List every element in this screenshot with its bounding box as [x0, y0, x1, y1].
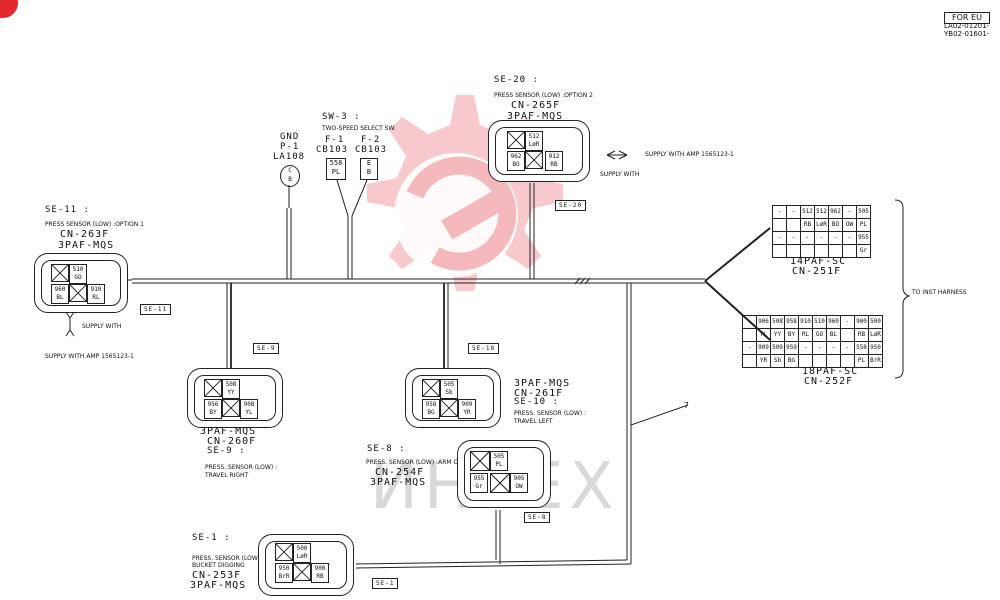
- se9-type: 3PAF-MQS: [200, 426, 257, 437]
- se9-tag: SE-9: [253, 343, 280, 354]
- se8-desc: PRESS. SENSOR (LOW) :ARM OUT: [366, 459, 467, 466]
- se9-desc-1: PRESS. SENSOR (LOW) :: [205, 464, 278, 471]
- se20-tag: SE-20: [555, 200, 587, 211]
- se10-tag: SE-10: [468, 343, 500, 354]
- cn251-part: CN-251F: [792, 266, 842, 277]
- cn252-part: CN-252F: [804, 376, 854, 387]
- corner-mark: [0, 0, 18, 18]
- se20-supply-with: SUPPLY WITH: [600, 171, 640, 178]
- se1-tag: SE-1: [372, 578, 399, 589]
- sw3-desc: TWO-SPEED SELECT SW.: [322, 125, 396, 132]
- inst-harness-label: TO INST HARNESS: [912, 289, 967, 296]
- gnd-terminal: C B: [280, 165, 300, 187]
- se11-supply-amp: SUPPLY WITH AMP 1565123-1: [45, 353, 134, 360]
- sw3-f1: F-1: [325, 135, 345, 145]
- se10-blank-pin-2: [440, 399, 458, 417]
- se20-desc: PRESS SENSOR (LOW) :OPTION 2: [494, 92, 593, 99]
- se8-label: SE-8 :: [367, 444, 406, 454]
- serial-code-1: LA02-01201-: [944, 22, 990, 30]
- se9-blank-pin-2: [222, 399, 240, 417]
- se8-type: 3PAF-MQS: [370, 477, 427, 488]
- se20-type: 3PAF-MQS: [507, 111, 564, 122]
- se10-type: 3PAF-MQS: [514, 378, 571, 389]
- se20-supply-amp: SUPPLY WITH AMP 1565123-1: [645, 151, 734, 158]
- sw3-label: SW-3 :: [322, 112, 361, 122]
- gnd-pin-label: P-1: [280, 142, 300, 152]
- se1-blank-pin: [275, 543, 293, 561]
- se10-label: SE-10 :: [514, 397, 559, 407]
- se20-part: CN-265F: [511, 100, 561, 111]
- se10-blank-pin: [422, 379, 440, 397]
- se10-desc-2: TRAVEL LEFT: [514, 418, 553, 425]
- se8-tag: SE-8: [524, 512, 551, 523]
- se9-label: SE-9 :: [207, 446, 246, 456]
- se9-part: CN-260F: [207, 436, 257, 447]
- se11-blank-pin-2: [69, 284, 87, 302]
- se1-desc-2: BUCKET DIGGING: [192, 562, 245, 569]
- se9-blank-pin: [204, 379, 222, 397]
- se1-desc-1: PRESS. SENSOR (LOW) :: [192, 555, 265, 562]
- sw3-f2-part: CB103: [355, 145, 388, 155]
- se20-blank-pin-2: [525, 151, 543, 169]
- se11-blank-pin: [51, 264, 69, 282]
- se9-desc-2: TRAVEL RIGHT: [205, 472, 249, 479]
- se11-label: SE-11 :: [45, 205, 90, 215]
- gnd-label: GND: [280, 132, 300, 142]
- se11-desc: PRESS SENSOR (LOW) :OPTION 1: [45, 221, 144, 228]
- se11-tag: SE-11: [140, 304, 172, 315]
- se11-supply-with: SUPPLY WITH: [82, 323, 122, 330]
- se8-part: CN-254F: [375, 467, 425, 478]
- for-eu-badge: FOR EU: [944, 12, 990, 24]
- se1-blank-pin-2: [293, 563, 311, 581]
- serial-code-2: YB02-01601-: [944, 30, 990, 38]
- se8-blank-pin-2: [490, 473, 510, 493]
- se8-blank-pin: [470, 451, 490, 471]
- se20-blank-pin: [507, 131, 525, 149]
- se11-part: CN-263F: [60, 229, 110, 240]
- sw3-f1-part: CB103: [316, 145, 349, 155]
- cn251-name: 14PAF-SC: [790, 256, 847, 267]
- se20-label: SE-20 :: [494, 75, 539, 85]
- se1-type: 3PAF-MQS: [190, 580, 247, 591]
- se10-part: CN-261F: [514, 388, 564, 399]
- se1-label: SE-1 :: [192, 533, 231, 543]
- wire-number: 7: [684, 401, 689, 410]
- cn252-name: 18PAF-SC: [802, 366, 859, 377]
- se11-type: 3PAF-MQS: [58, 240, 115, 251]
- gnd-part: LA108: [273, 152, 306, 162]
- sw3-f2: F-2: [361, 135, 381, 145]
- se10-desc-1: PRESS. SENSOR (LOW) :: [514, 410, 587, 417]
- se1-part: CN-253F: [192, 570, 242, 581]
